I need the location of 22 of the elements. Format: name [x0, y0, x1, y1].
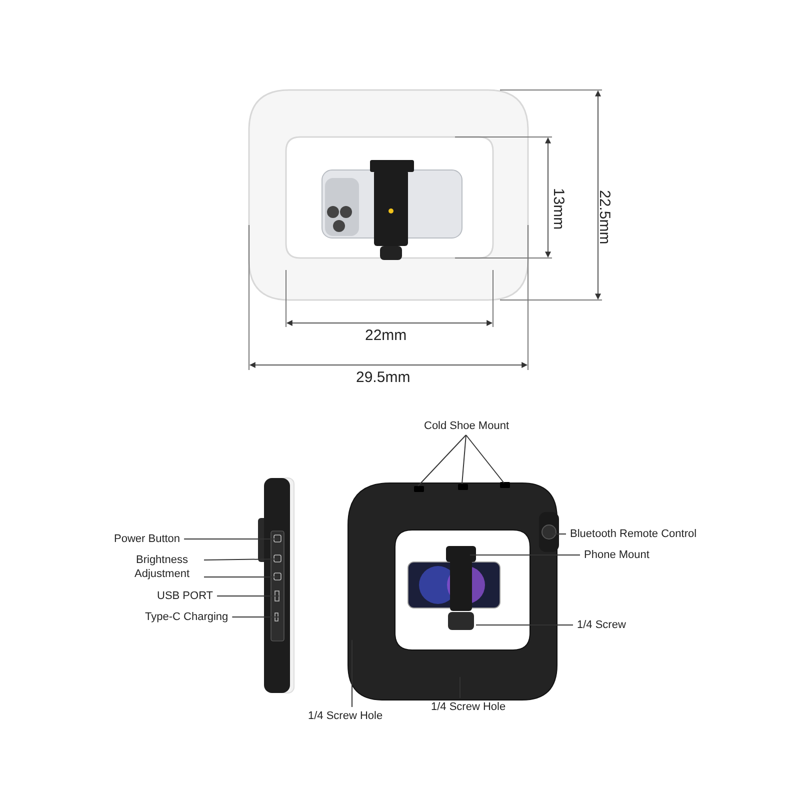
- callout-label: Cold Shoe Mount: [424, 419, 509, 433]
- callout-label: 1/4 Screw Hole: [431, 700, 506, 714]
- leader-line: [466, 434, 504, 484]
- leader-line: [418, 434, 466, 486]
- leader-line: [470, 554, 580, 556]
- dimension-label: 13mm: [550, 188, 567, 230]
- dimension-label: 22mm: [365, 327, 407, 344]
- callout-label: USB PORT: [157, 589, 214, 603]
- dimension-label: 29.5mm: [356, 369, 410, 386]
- callout-label: Power Button: [114, 532, 180, 546]
- callout-label: Type-C Charging: [145, 610, 228, 624]
- side-view-drawing: [258, 478, 294, 694]
- front-view-drawing: [348, 482, 559, 700]
- leader-line: [462, 434, 466, 484]
- callout-label: 1/4 Screw Hole: [308, 709, 383, 723]
- leader-line: [232, 616, 280, 618]
- callout-label: Phone Mount: [584, 548, 650, 562]
- callout-label: Bluetooth Remote Control: [570, 527, 697, 541]
- dimension-label: 22.5mm: [596, 190, 613, 244]
- callout-label: 1/4 Screw: [577, 618, 626, 632]
- callout-label: Brightness Adjustment: [124, 553, 200, 581]
- leader-line: [476, 624, 574, 626]
